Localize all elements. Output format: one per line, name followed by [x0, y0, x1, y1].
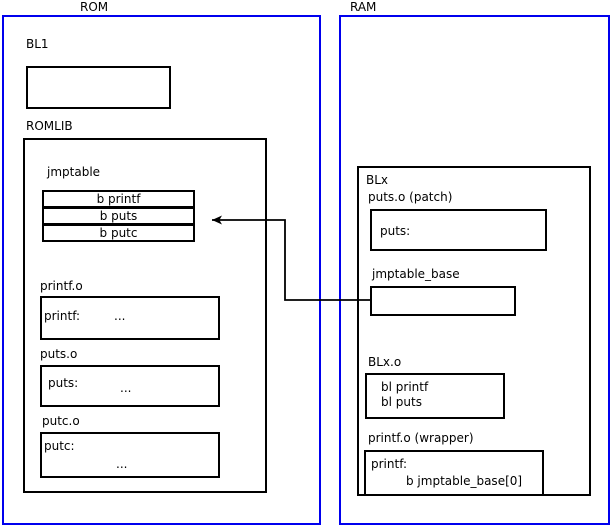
jmptable-base-box	[370, 286, 516, 316]
bl1-body	[28, 68, 169, 76]
jmptable-entry-2-label: b putc	[99, 226, 138, 240]
rom-printf-o-box: printf: ...	[40, 296, 220, 340]
bl1-box	[26, 66, 171, 109]
blx-o-box: bl printf bl puts	[365, 373, 505, 419]
rom-puts-o-box: puts: ...	[40, 365, 220, 407]
jmptable-caption: jmptable	[47, 165, 101, 179]
jmptable-base-caption: jmptable_base	[372, 267, 460, 281]
rom-putc-symbol: putc:	[44, 439, 75, 453]
blx-o-line-0: bl printf	[381, 380, 429, 394]
ram-puts-patch-box: puts:	[370, 209, 547, 251]
printf-wrapper-caption: printf.o (wrapper)	[368, 431, 474, 445]
rom-puts-o-caption: puts.o	[40, 347, 78, 361]
rom-putc-o-box: putc: ...	[40, 432, 220, 478]
rom-printf-ellipsis: ...	[114, 309, 126, 323]
ram-puts-patch-caption: puts.o (patch)	[368, 190, 453, 204]
bl1-caption: BL1	[26, 37, 49, 51]
rom-puts-ellipsis: ...	[120, 381, 132, 395]
jmptable-entry-1[interactable]: b puts	[42, 207, 195, 225]
jmptable-entry-2[interactable]: b putc	[42, 224, 195, 242]
printf-wrapper-symbol: printf:	[371, 457, 408, 471]
blx-caption: BLx	[366, 173, 389, 187]
rom-putc-ellipsis: ...	[116, 457, 128, 471]
jmptable-entry-1-label: b puts	[99, 209, 138, 223]
printf-wrapper-branch: b jmptable_base[0]	[406, 474, 523, 488]
printf-wrapper-box: printf: b jmptable_base[0]	[364, 450, 544, 496]
jmptable-entry-0-label: b printf	[96, 192, 141, 206]
rom-region-label: ROM	[80, 0, 109, 14]
blx-o-line-1: bl puts	[381, 395, 422, 409]
rom-puts-symbol: puts:	[48, 376, 79, 390]
romlib-caption: ROMLIB	[26, 119, 73, 133]
rom-printf-o-caption: printf.o	[40, 279, 83, 293]
rom-printf-symbol: printf:	[44, 309, 81, 323]
jmptable-entry-0[interactable]: b printf	[42, 190, 195, 208]
ram-puts-patch-symbol: puts:	[380, 224, 411, 238]
blx-o-caption: BLx.o	[368, 355, 402, 369]
ram-region-label: RAM	[350, 0, 377, 14]
rom-putc-o-caption: putc.o	[42, 414, 80, 428]
